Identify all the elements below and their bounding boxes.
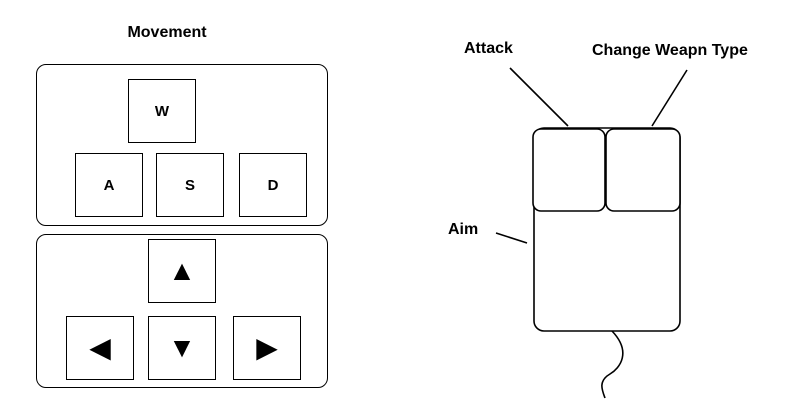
key-a: A	[75, 153, 143, 217]
key-w: W	[128, 79, 196, 143]
arrow-down-icon: ▼	[168, 332, 196, 363]
arrow-left-icon: ◀	[89, 332, 111, 363]
key-arrow-up: ▲	[148, 239, 216, 303]
aim-label: Aim	[448, 221, 479, 238]
movement-title: Movement	[127, 24, 207, 41]
arrow-right-icon: ▶	[256, 332, 278, 363]
key-arrow-left: ◀	[66, 316, 134, 380]
key-arrow-right: ▶	[233, 316, 301, 380]
attack-label: Attack	[464, 40, 513, 57]
arrow-up-icon: ▲	[168, 255, 196, 286]
change-weapon-type-label: Change Weapn Type	[592, 42, 748, 59]
key-arrow-down: ▼	[148, 316, 216, 380]
mouse-cable	[601, 330, 624, 399]
mouse-right-button	[605, 128, 681, 212]
key-s: S	[156, 153, 224, 217]
aim-leader-line	[495, 232, 528, 244]
change-weapon-leader-line	[651, 69, 688, 127]
attack-leader-line	[509, 67, 569, 127]
mouse-left-button	[532, 128, 606, 212]
key-d: D	[239, 153, 307, 217]
